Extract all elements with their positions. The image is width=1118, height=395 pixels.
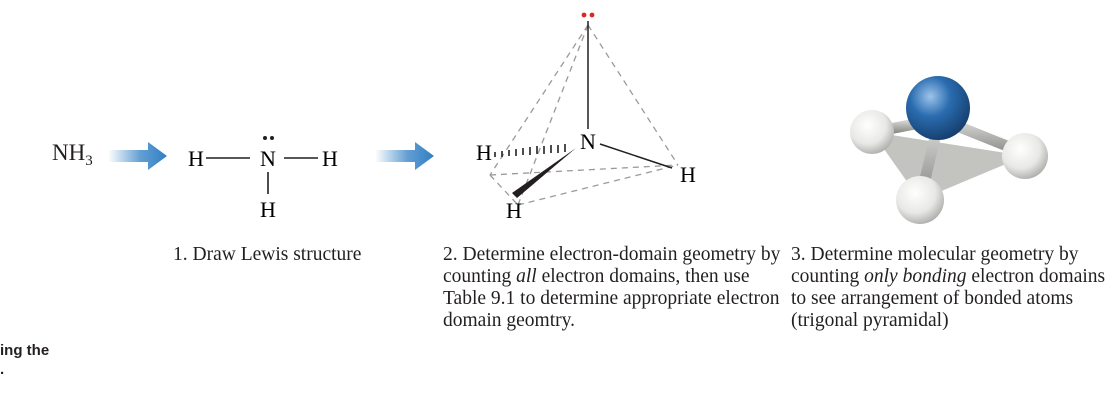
tetra-edge — [489, 24, 589, 176]
lewis-h-bottom: H — [260, 197, 276, 222]
n-atom-ball — [906, 76, 970, 140]
h-atom-ball — [1002, 133, 1048, 179]
ball-and-stick-model — [850, 76, 1048, 224]
lewis-lone-pair-dot — [270, 136, 274, 140]
tetra-edge — [489, 164, 679, 176]
lone-pair-dot — [589, 12, 595, 18]
tetra-h-right: H — [680, 162, 696, 187]
lewis-n-atom: N — [260, 146, 276, 171]
step-2-text: 2. Determine electron-domain geometry by… — [443, 244, 781, 331]
tetra-edge — [489, 174, 519, 206]
step-3-text: 3. Determine molecular geometry by count… — [791, 244, 1106, 331]
tetrahedral-geometry-diagram: N H H H — [476, 12, 696, 223]
tetra-edge — [517, 24, 589, 206]
lewis-structure: H N H H — [188, 136, 338, 222]
step-1-text: 1. Draw Lewis structure — [173, 244, 362, 265]
nh3-formula: NH3 — [52, 140, 93, 169]
tetra-h-bottom: H — [506, 198, 522, 223]
h-atom-ball — [896, 176, 944, 224]
h-atom-ball — [850, 110, 894, 154]
right-arrow-icon — [375, 142, 434, 170]
tetra-n-atom: N — [580, 129, 596, 154]
tetra-h-left: H — [476, 140, 492, 165]
hashed-wedge-bond — [494, 144, 566, 157]
tetra-edge — [517, 164, 679, 206]
lewis-lone-pair-dot — [263, 136, 267, 140]
tetra-bond-right — [599, 143, 673, 169]
lone-pair-dot — [581, 12, 587, 18]
solid-wedge-bond — [512, 148, 576, 198]
tetra-edge — [587, 24, 679, 166]
right-arrow-icon — [108, 142, 167, 170]
lewis-h-right: H — [322, 146, 338, 171]
figure-caption-fragment: ing the . — [0, 342, 50, 378]
lewis-h-left: H — [188, 146, 204, 171]
